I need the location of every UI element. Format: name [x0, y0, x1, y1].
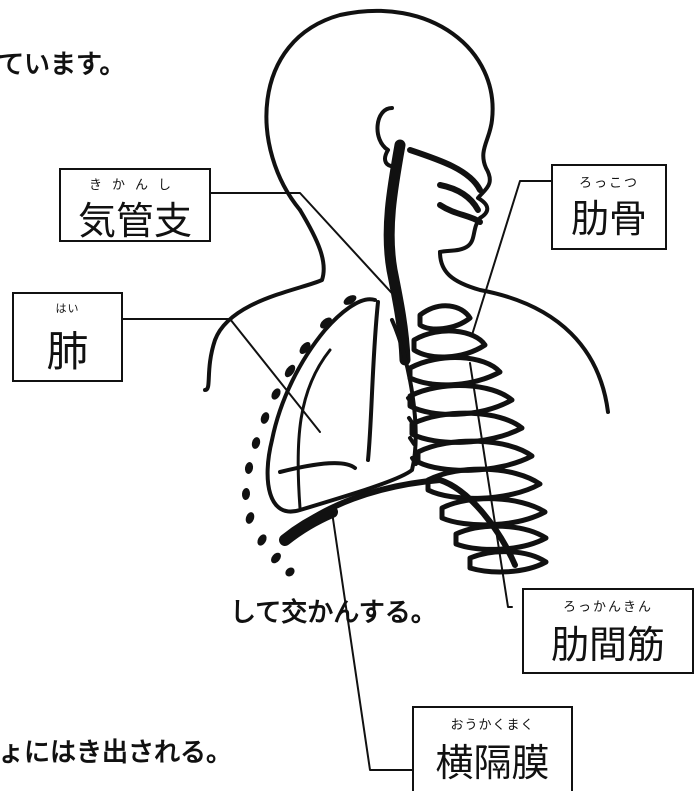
label-oukakumaku-text: 横隔膜 [414, 732, 571, 787]
lung-outline [268, 299, 416, 511]
label-rokkankin-text: 肋間筋 [524, 614, 692, 669]
lung-inner-line [368, 302, 378, 460]
label-hai-text: 肺 [14, 318, 121, 379]
diaphragm-thick [285, 512, 332, 540]
label-oukakumaku: おうかくまく 横隔膜 [412, 706, 573, 791]
label-kikanshi-text: 気管支 [61, 190, 209, 245]
leader-lines [120, 181, 551, 770]
label-rokkankin: ろっかんきん 肋間筋 [522, 588, 694, 674]
label-oukakumaku-ruby: おうかくまく [414, 714, 571, 733]
label-rokotsu: ろっこつ 肋骨 [551, 164, 667, 250]
label-hai-ruby: はい [14, 300, 121, 316]
label-rokkankin-ruby: ろっかんきん [524, 596, 692, 615]
nasal-cavity [410, 150, 480, 222]
label-kikanshi: きかんし 気管支 [59, 168, 211, 242]
lung-lower-lobe [280, 463, 355, 472]
label-rokotsu-text: 肋骨 [553, 188, 665, 243]
left-arm [298, 350, 330, 508]
label-hai: はい 肺 [12, 292, 123, 382]
leader-oukakumaku [332, 512, 412, 770]
rib-cage [410, 306, 546, 572]
